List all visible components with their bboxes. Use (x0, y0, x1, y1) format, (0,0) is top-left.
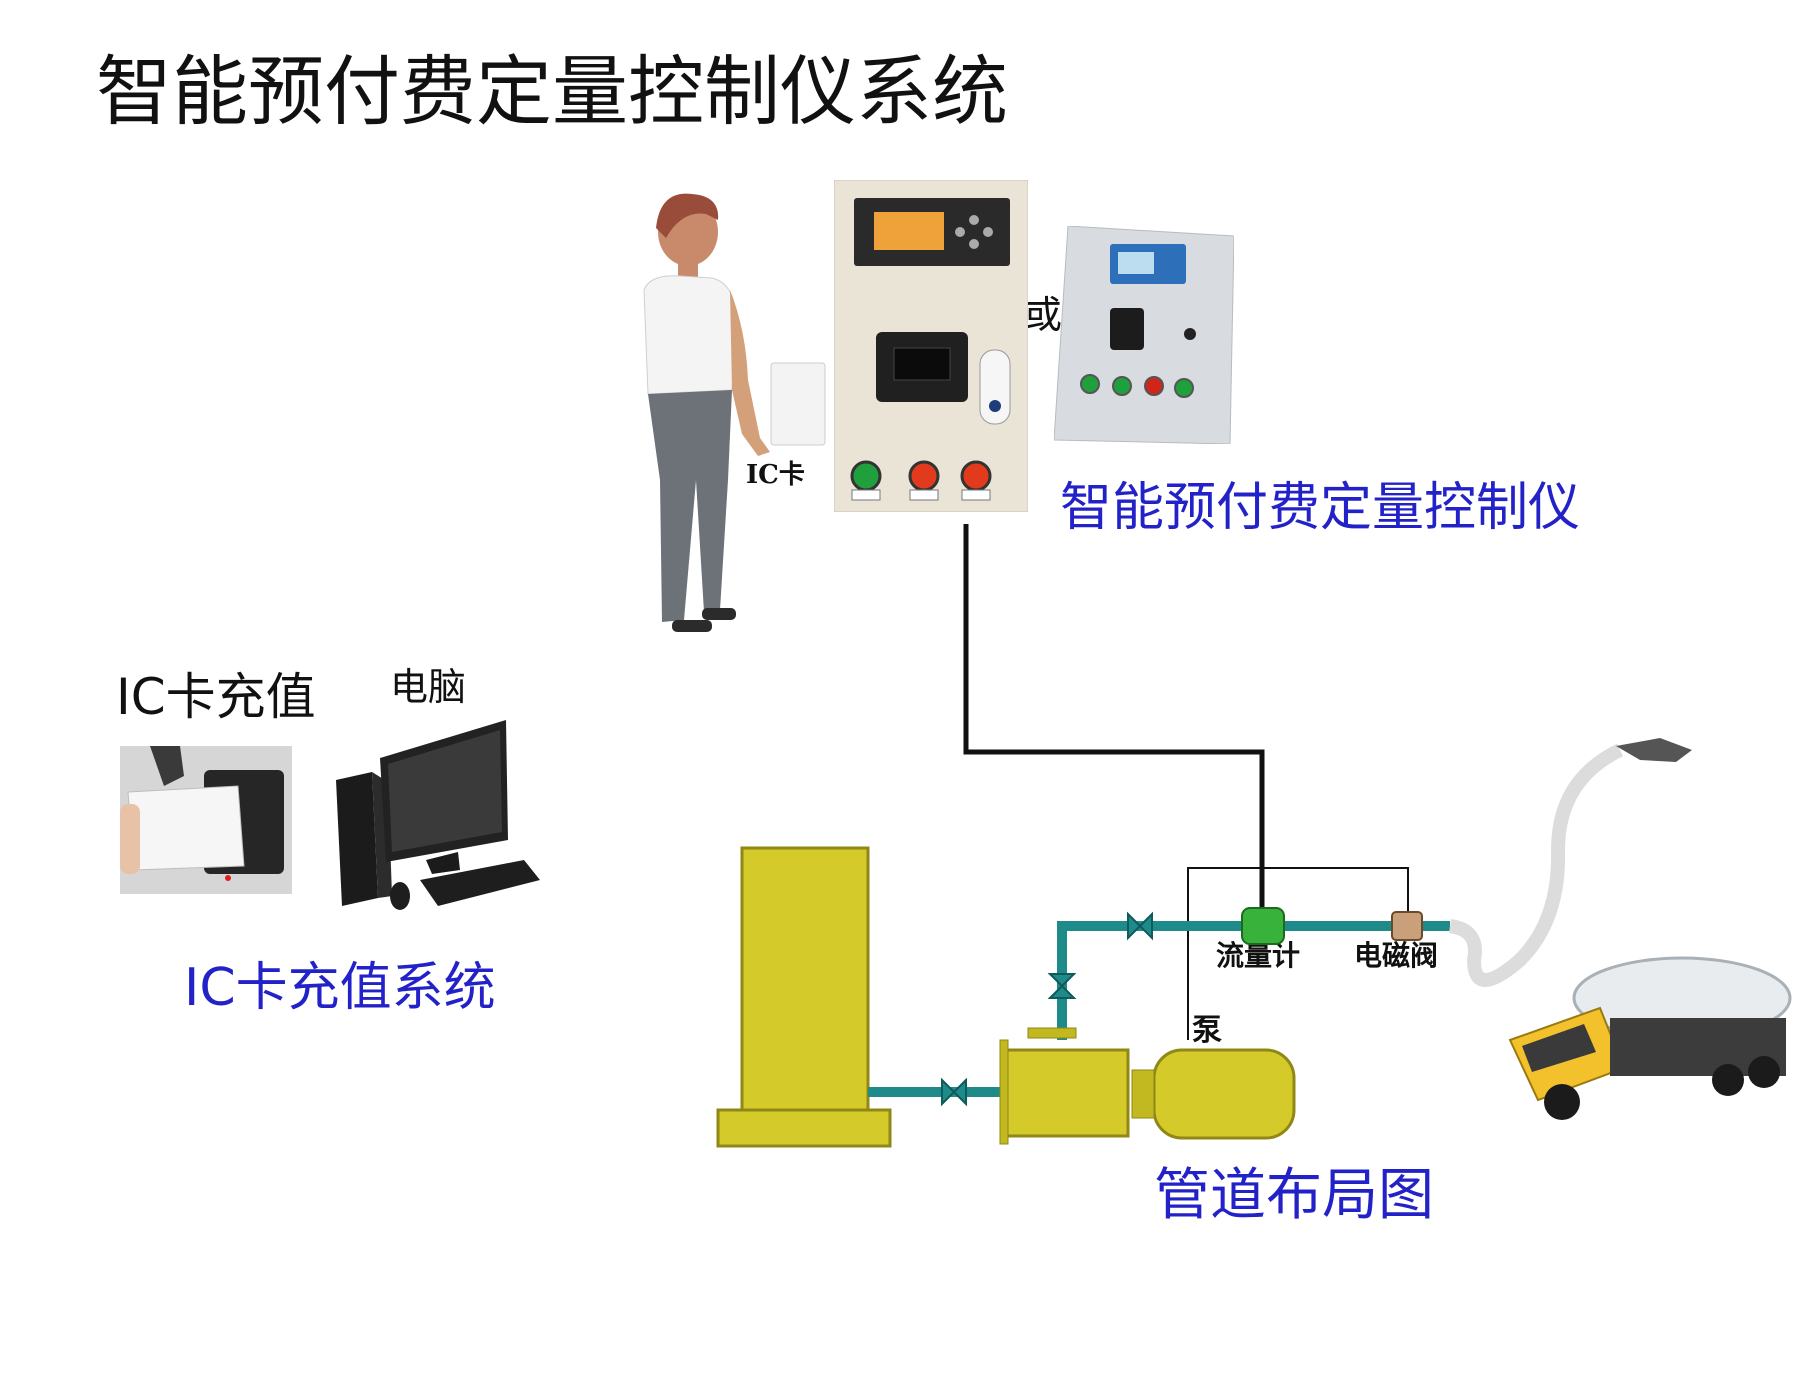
pipeline-diagram (716, 524, 1792, 1148)
card-reader-icon (120, 746, 292, 894)
ic-recharge-label: IC卡充值 (116, 668, 316, 726)
pump-label: 泵 (1192, 1013, 1222, 1048)
controller-cabinet-a-icon (834, 180, 1028, 512)
controller-caption: 智能预付费定量控制仪 (1060, 478, 1581, 538)
desktop-computer-icon (336, 720, 540, 910)
solenoid-valve-label: 电磁阀 (1354, 939, 1439, 972)
solenoid-valve-icon (1391, 911, 1423, 941)
pump-motor-icon (999, 1027, 1296, 1145)
or-label: 或 (1024, 293, 1063, 337)
fuel-hose (1448, 743, 1624, 987)
tanker-truck-icon (1508, 956, 1792, 1120)
page-title: 智能预付费定量控制仪系统 (96, 47, 1008, 136)
flowmeter-label: 流量计 (1216, 939, 1301, 972)
pipe-valves-icon (941, 911, 1153, 1107)
ic-card-icon (770, 362, 826, 446)
ic-card-label: IC卡 (746, 460, 805, 490)
valve-signal-line (1187, 867, 1409, 944)
storage-tank-icon (716, 846, 892, 1148)
flowmeter-icon (1241, 907, 1285, 945)
controller-cabinet-b-icon (1054, 226, 1234, 444)
signal-line (963, 524, 1265, 908)
recharge-system-caption: IC卡充值系统 (184, 958, 496, 1018)
person-figure-icon (643, 193, 770, 632)
pipeline-layout-caption: 管道布局图 (1154, 1163, 1434, 1228)
fuel-nozzle-icon (1616, 738, 1692, 762)
computer-label: 电脑 (390, 665, 467, 709)
